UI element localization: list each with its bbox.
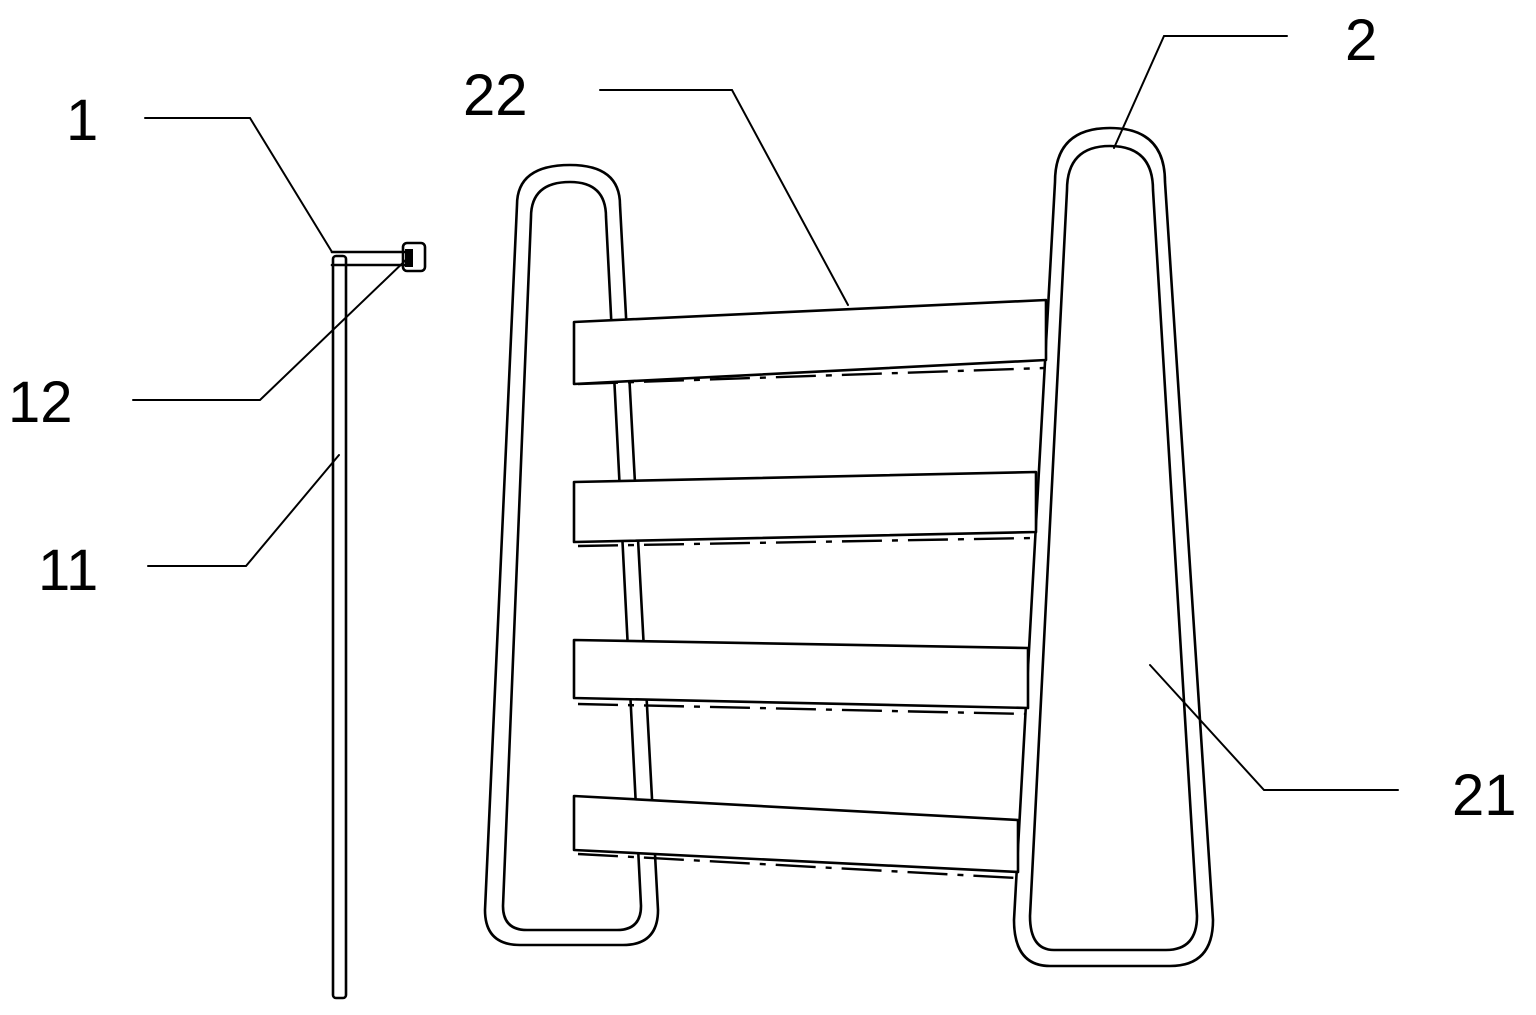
label-2: 2 xyxy=(1345,8,1377,73)
label-12: 12 xyxy=(8,370,73,435)
rung-2-body xyxy=(572,470,1038,544)
vertical-pole xyxy=(331,254,348,1000)
leader-line-1 xyxy=(144,117,333,253)
left-rail-inner xyxy=(501,180,643,932)
leader-line-12 xyxy=(132,255,411,401)
left-rail-outer xyxy=(483,163,660,947)
rung-4 xyxy=(572,794,1020,880)
rung-3-body xyxy=(572,638,1030,710)
label-21: 21 xyxy=(1452,763,1517,828)
label-11: 11 xyxy=(38,538,98,603)
right-rail-outer xyxy=(1012,126,1215,968)
rungs xyxy=(572,298,1048,880)
left-rail xyxy=(483,163,660,947)
rung-4-underside xyxy=(577,852,1017,880)
leader-lines xyxy=(132,35,1399,791)
leader-line-22 xyxy=(599,89,849,306)
rung-3 xyxy=(572,638,1030,716)
rung-1 xyxy=(572,298,1048,386)
rung-1-underside xyxy=(577,366,1045,386)
rung-4-body xyxy=(572,794,1020,874)
label-1: 1 xyxy=(66,88,98,153)
right-rail-inner xyxy=(1028,144,1199,952)
rung-1-body xyxy=(572,298,1048,386)
end-cap xyxy=(401,241,427,273)
rung-3-underside xyxy=(577,702,1027,716)
rod-assembly xyxy=(330,241,427,1000)
leader-line-11 xyxy=(147,454,340,567)
reference-labels: 1 12 11 22 2 21 xyxy=(8,8,1517,828)
label-22: 22 xyxy=(463,63,528,128)
leader-line-2 xyxy=(1113,35,1288,149)
right-rail xyxy=(1012,126,1215,968)
rung-2 xyxy=(572,470,1038,548)
rung-2-underside xyxy=(577,536,1035,548)
leader-line-21 xyxy=(1149,664,1399,791)
